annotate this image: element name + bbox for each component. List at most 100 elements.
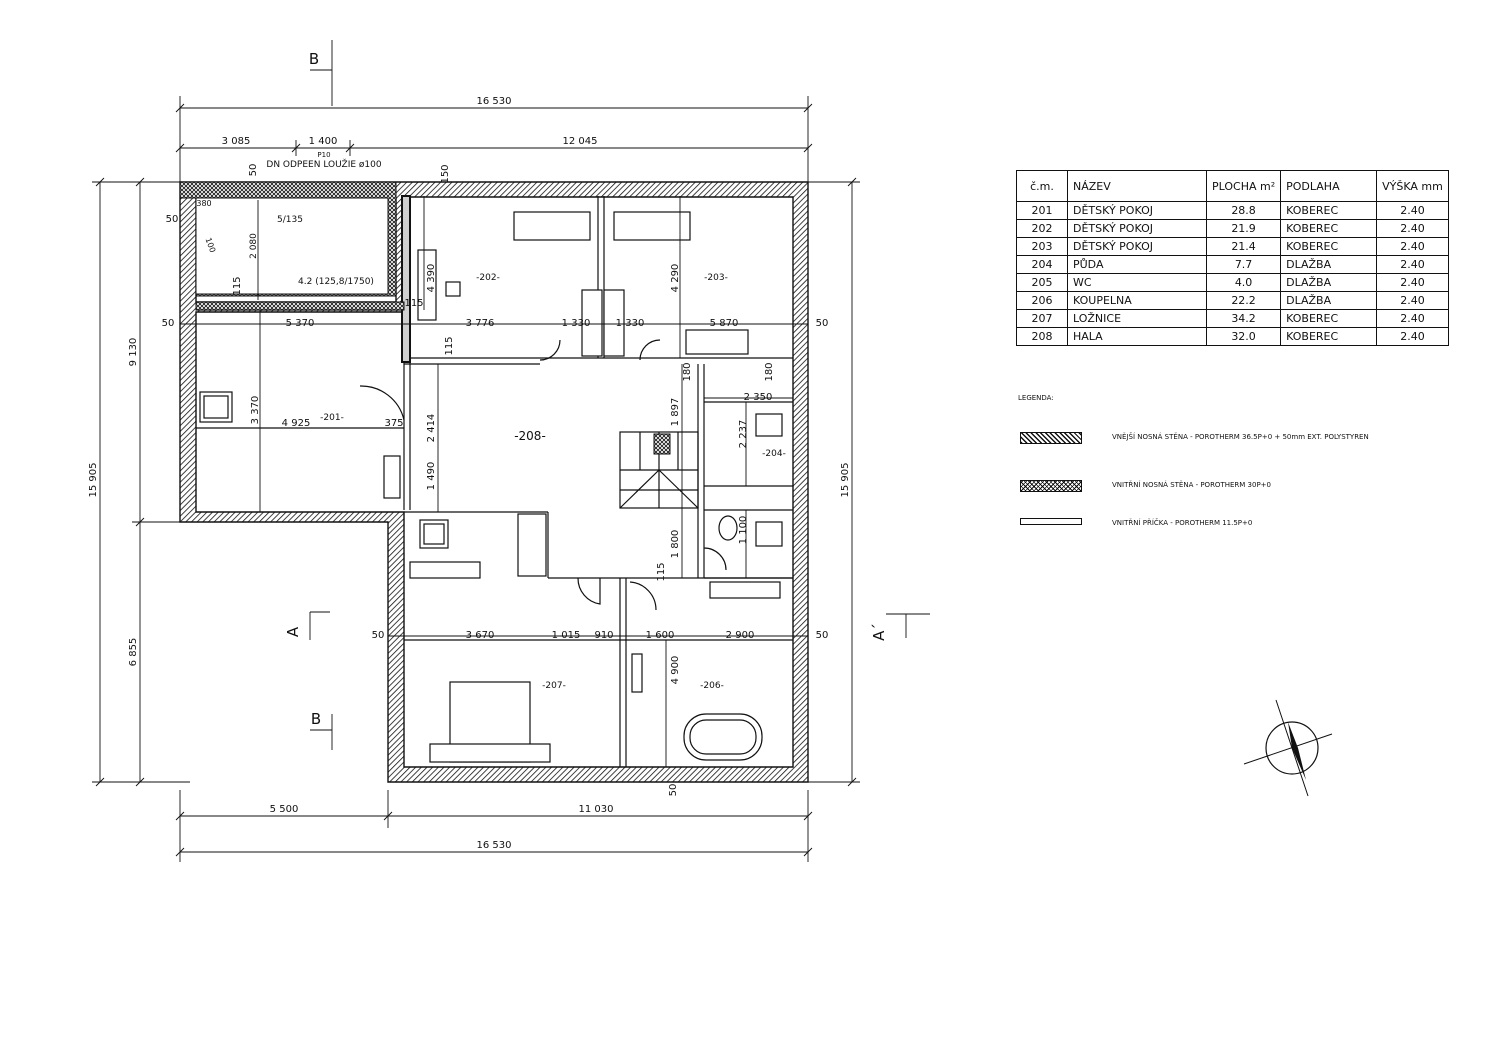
legend-item-exterior-wall: VNĚJŠÍ NOSNÁ STĚNA - POROTHERM 36.5P+0 +… [1018,432,1438,446]
room-labels: -201- -202- -203- -204- -206- -207- -208… [320,273,786,691]
dim-1015: 1 015 [552,630,581,641]
dim-left-lower: 6 855 [128,638,139,667]
dim-bottom-right: 11 030 [579,804,614,815]
legend-text: VNITŘNÍ NOSNÁ STĚNA - POROTHERM 30P+0 [1112,481,1271,489]
cell-floor: KOBEREC [1280,219,1378,238]
dim-115-a: 115 [232,276,243,295]
col-header-height: VÝŠKA mm [1376,170,1449,202]
cell-height: 2.40 [1376,201,1449,220]
dim-1800: 1 800 [670,530,681,559]
dim-upper-left: 5 370 [286,318,315,329]
cell-floor: KOBEREC [1280,327,1378,346]
col-header-area: PLOCHA m² [1205,170,1282,202]
dim-375: 375 [384,418,403,429]
dim-180-a: 180 [682,362,693,381]
dim-2414: 2 414 [426,414,437,443]
legend-item-interior-bearing-wall: VNITŘNÍ NOSNÁ STĚNA - POROTHERM 30P+0 [1018,480,1438,494]
cell-height: 2.40 [1376,291,1449,310]
cell-area: 34.2 [1205,309,1282,328]
cell-num: 207 [1016,309,1068,328]
dim-50-a: 50 [162,318,175,329]
dim-50-e: 50 [166,214,179,225]
cell-floor: KOBEREC [1280,237,1378,256]
loggia-slope-b: 4.2 (125,8/1750) [298,277,374,287]
doors [359,339,727,611]
room-208: -208- [514,429,546,443]
cell-height: 2.40 [1376,309,1449,328]
dim-180-b: 180 [764,362,775,381]
cell-num: 201 [1016,201,1068,220]
dim-1100: 1 100 [738,516,749,545]
room-207: -207- [542,681,566,691]
cell-floor: DLAŽBA [1280,273,1378,292]
cell-area: 32.0 [1205,327,1282,346]
room-206: -206- [700,681,724,691]
cell-name: WC [1067,273,1207,292]
loggia-pp: P10 [317,151,330,159]
dim-4900: 4 900 [670,656,681,685]
dim-201-width: 4 925 [282,418,311,429]
legend-text: VNĚJŠÍ NOSNÁ STĚNA - POROTHERM 36.5P+0 +… [1112,433,1369,441]
dim-115-c: 115 [444,336,455,355]
cell-name: PŮDA [1067,255,1207,274]
section-b-bottom: B [311,710,321,728]
dim-top-right: 12 045 [563,136,598,147]
legend-text: VNITŘNÍ PŘÍČKA - POROTHERM 11.5P+0 [1112,519,1253,527]
section-markers [309,40,930,750]
dim-5870: 5 870 [710,318,739,329]
dim-50-d: 50 [816,630,829,641]
north-arrow-icon [1243,699,1333,797]
cell-num: 205 [1016,273,1068,292]
dim-total-top: 16 530 [477,96,512,107]
cell-name: LOŽNICE [1067,309,1207,328]
dim-115-d: 115 [656,562,667,581]
dim-right-total: 15 905 [840,463,851,498]
dim-2080: 2 080 [249,233,259,259]
chimney [653,433,671,455]
section-a-left: A [284,626,302,637]
dim-2237: 2 237 [738,420,749,449]
room-201: -201- [320,413,344,423]
fixtures [199,211,783,763]
room-204: -204- [762,449,786,459]
cell-floor: KOBEREC [1280,309,1378,328]
dim-top-left: 3 085 [222,136,251,147]
cell-height: 2.40 [1376,327,1449,346]
cell-area: 21.4 [1205,237,1282,256]
loggia-floor [195,197,389,295]
cell-name: HALA [1067,327,1207,346]
dim-left-total: 15 905 [88,463,99,498]
dim-201-height: 3 370 [250,396,261,425]
dimension-labels: 16 530 3 085 1 400 12 045 5 500 11 030 1… [88,96,851,851]
loggia-slope-a: 5/135 [277,215,303,225]
dim-4390: 4 390 [426,264,437,293]
dim-3670: 3 670 [466,630,495,641]
cell-area: 4.0 [1205,273,1282,292]
section-b-top: B [309,50,319,68]
dim-50-g: 50 [248,164,259,177]
dim-left-upper: 9 130 [128,338,139,367]
dim-50-c: 50 [372,630,385,641]
cell-num: 203 [1016,237,1068,256]
cell-num: 208 [1016,327,1068,346]
dim-115-b: 115 [404,298,423,309]
cell-area: 22.2 [1205,291,1282,310]
cell-height: 2.40 [1376,273,1449,292]
cell-height: 2.40 [1376,255,1449,274]
cell-height: 2.40 [1376,219,1449,238]
section-letters: B B A A´ [284,50,888,728]
cell-area: 28.8 [1205,201,1282,220]
cell-name: DĚTSKÝ POKOJ [1067,219,1207,238]
col-header-floor: PODLAHA [1280,170,1378,202]
dim-1490: 1 490 [426,462,437,491]
dimension-ticks [95,103,857,857]
section-a-right: A´ [870,623,888,641]
cell-num: 204 [1016,255,1068,274]
dim-150: 150 [440,164,451,183]
